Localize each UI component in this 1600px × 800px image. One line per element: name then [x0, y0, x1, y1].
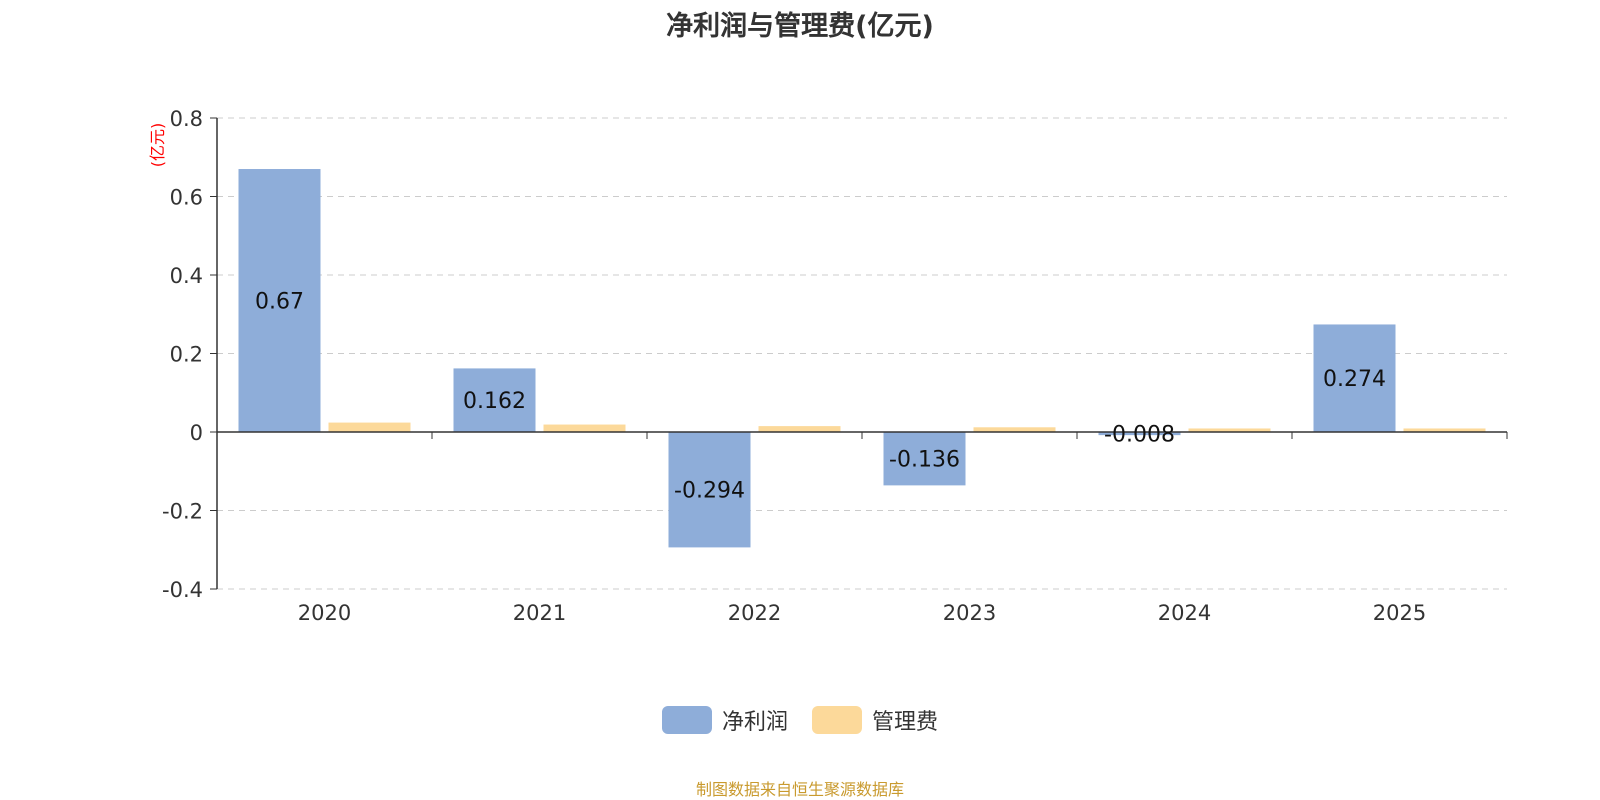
y-tick-label: 0.2 [170, 343, 203, 367]
legend-item-net-profit[interactable]: 净利润 [661, 704, 788, 736]
legend-item-admin-expense[interactable]: 管理费 [812, 704, 938, 736]
bar-net-profit [1098, 432, 1181, 436]
chart-title: 净利润与管理费(亿元) [666, 11, 934, 42]
data-label-net-profit: -0.136 [889, 448, 960, 473]
data-source-note: 制图数据来自恒生聚源数据库 [695, 780, 904, 799]
data-label-net-profit: -0.008 [1104, 423, 1175, 448]
y-tick-label: -0.2 [162, 500, 203, 524]
x-tick-label: 2021 [513, 601, 566, 625]
legend: 净利润 管理费 [0, 704, 1600, 736]
data-label-net-profit: 0.274 [1323, 367, 1386, 392]
bar-net-profit [238, 169, 321, 432]
data-label-net-profit: -0.294 [674, 479, 745, 504]
legend-swatch-net-profit [661, 706, 712, 734]
axes [210, 117, 1508, 590]
labels: -0.4 -0.2 0 0.2 0.4 0.6 0.8(亿元) 0.67 2020 0.162 20… [148, 107, 1426, 625]
bar-net-profit [668, 432, 751, 548]
bar-admin-expense [328, 422, 411, 432]
legend-label-admin-expense: 管理费 [872, 710, 939, 735]
x-tick-label: 2024 [1158, 601, 1211, 625]
bar-admin-expense [973, 427, 1056, 432]
x-tick-label: 2020 [298, 601, 351, 625]
x-tick-label: 2023 [943, 601, 996, 625]
legend-label-net-profit: 净利润 [721, 710, 788, 735]
bar-net-profit [883, 432, 966, 486]
y-tick-label: 0.4 [170, 264, 203, 288]
x-tick-label: 2025 [1373, 601, 1426, 625]
y-tick-label: 0 [190, 421, 203, 445]
legend-swatch-admin-expense [812, 706, 862, 734]
y-tick-label: 0.6 [170, 186, 203, 210]
x-tick-label: 2022 [728, 601, 781, 625]
bar-admin-expense [1403, 428, 1486, 432]
bar-net-profit [1313, 324, 1396, 432]
y-tick-label: 0.8 [170, 107, 203, 131]
grid-lines [217, 117, 1507, 590]
data-label-net-profit: 0.162 [463, 389, 526, 414]
y-axis-unit-label: (亿元) [148, 123, 167, 168]
data-label-net-profit: 0.67 [255, 290, 304, 315]
bar-admin-expense [758, 426, 841, 432]
bars [238, 169, 1486, 548]
bar-chart: -0.4 -0.2 0 0.2 0.4 0.6 0.8(亿元) 0.67 2020 0.162 20… [148, 107, 1508, 625]
bar-admin-expense [543, 424, 626, 432]
bar-net-profit [453, 368, 536, 432]
y-tick-label: -0.4 [162, 578, 203, 602]
bar-admin-expense [1188, 428, 1271, 432]
